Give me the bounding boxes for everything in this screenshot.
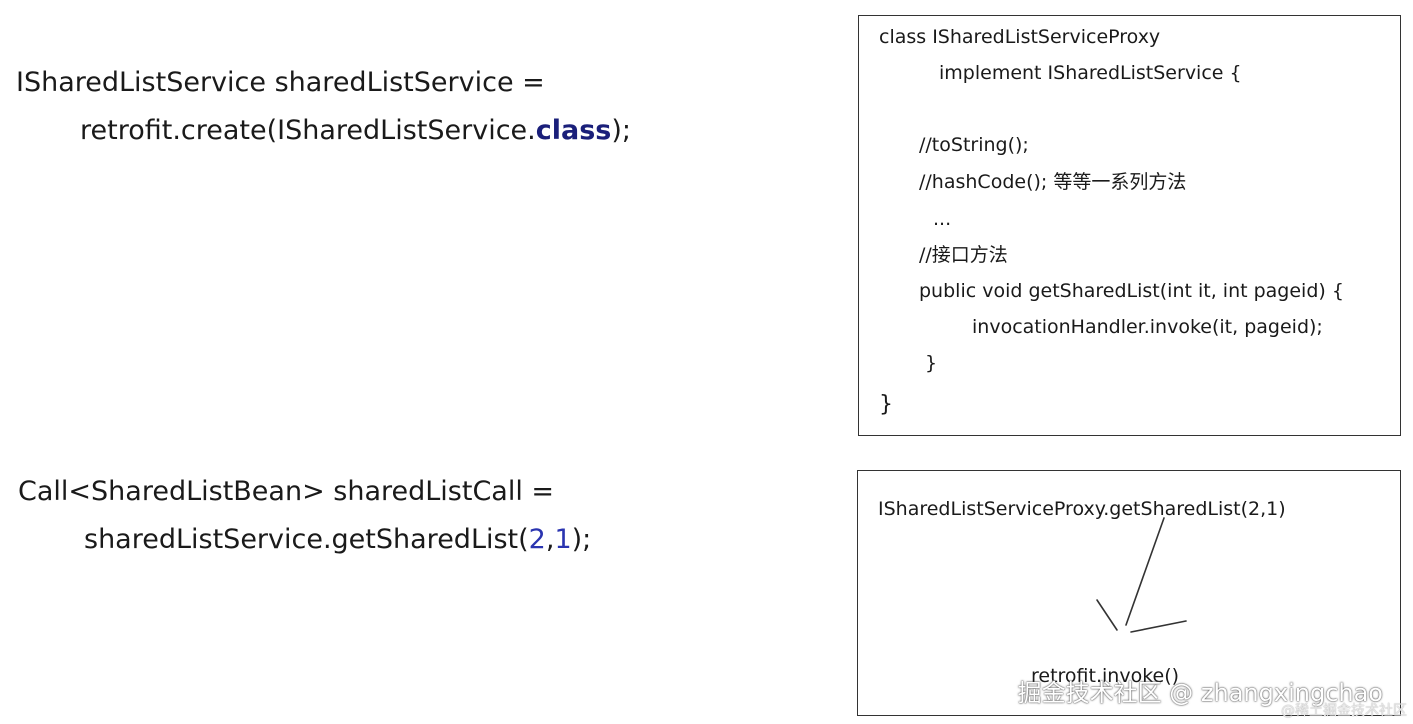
code-get-shared-list-suffix: ); (571, 524, 592, 555)
proxy-line-method-close: } (925, 352, 938, 374)
proxy-line-ellipsis: ... (933, 208, 952, 230)
proxy-line-tostring: //toString(); (919, 134, 1029, 156)
proxy-line-method-signature: public void getSharedList(int it, int pa… (919, 280, 1344, 302)
code-class-keyword: class (535, 115, 612, 146)
code-arg-separator: , (545, 524, 555, 555)
code-line-service-declaration: ISharedListService sharedListService = (16, 67, 545, 98)
proxy-line-invoke: invocationHandler.invoke(it, pageid); (972, 316, 1323, 338)
call-flow-bottom-label: retrofit.invoke() (1031, 665, 1180, 687)
proxy-line-implement: implement ISharedListService { (939, 62, 1242, 84)
flow-arrow-shaft (1125, 517, 1165, 626)
watermark-sub: @稀土掘金技术社区 (1281, 703, 1407, 719)
code-retrofit-create-suffix: ); (611, 115, 631, 146)
code-retrofit-create-prefix: retrofit.create(ISharedListService. (80, 115, 536, 146)
proxy-line-class: class ISharedListServiceProxy (879, 26, 1161, 48)
call-flow-box: ISharedListServiceProxy.getSharedList(2,… (857, 470, 1401, 716)
call-flow-top-label: ISharedListServiceProxy.getSharedList(2,… (878, 498, 1286, 520)
code-arg-size: 1 (554, 524, 572, 555)
proxy-class-box: class ISharedListServiceProxy implement … (858, 15, 1401, 436)
proxy-line-hashcode: //hashCode(); 等等一系列方法 (919, 171, 1187, 193)
proxy-line-interface-comment: //接口方法 (919, 244, 1008, 266)
code-line-retrofit-create: retrofit.create(ISharedListService.class… (80, 115, 631, 147)
watermark-main: 掘金技术社区 @ zhangxingchao (1017, 679, 1383, 707)
flow-arrow-head-left (1096, 599, 1118, 631)
proxy-line-class-close: } (879, 392, 893, 417)
code-arg-page: 2 (528, 524, 546, 555)
code-line-call-declaration: Call<SharedListBean> sharedListCall = (18, 476, 555, 507)
code-line-get-shared-list: sharedListService.getSharedList(2,1); (84, 524, 591, 556)
flow-arrow-head-right (1130, 620, 1187, 633)
code-get-shared-list-prefix: sharedListService.getSharedList( (84, 524, 529, 555)
